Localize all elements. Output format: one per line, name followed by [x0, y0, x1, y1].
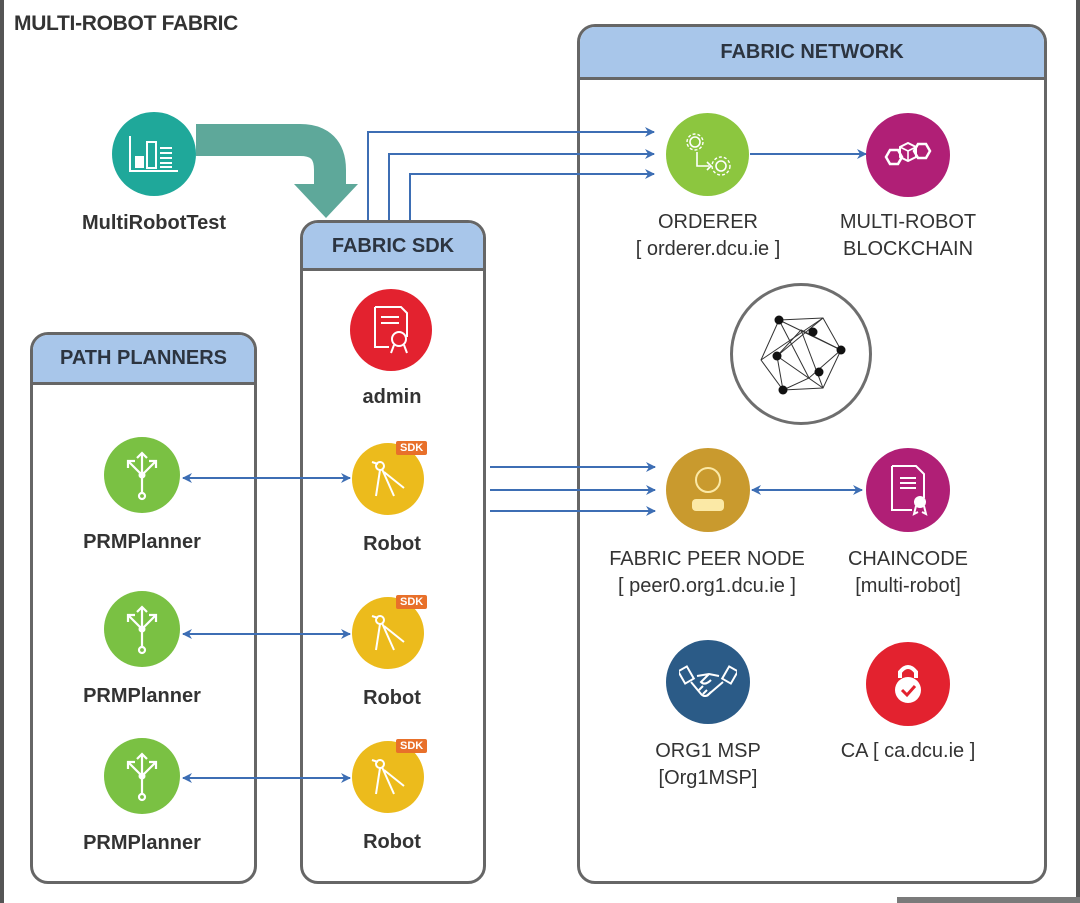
peer-label-name: FABRIC PEER NODE	[609, 548, 805, 570]
padlock-check-icon	[895, 665, 921, 703]
handshake-icon	[679, 665, 737, 697]
msp-label-id: [Org1MSP]	[658, 767, 758, 789]
msp-node[interactable]	[666, 640, 750, 724]
admin-node[interactable]	[350, 289, 432, 371]
robot-label: Robot	[363, 831, 421, 853]
planner-node[interactable]	[104, 437, 180, 513]
orderer-label-host: [ orderer.dcu.ie ]	[635, 238, 781, 260]
branching-arrows-icon	[126, 605, 158, 655]
robot-label: Robot	[363, 687, 421, 709]
ca-node[interactable]	[866, 642, 950, 726]
chaincode-label-id: [multi-robot]	[855, 575, 961, 597]
panel-fabric-network: FABRIC NETWORK	[577, 24, 1047, 884]
branching-arrows-icon	[126, 451, 158, 501]
admin-label: admin	[362, 386, 422, 408]
frame-right-border	[1076, 0, 1080, 903]
blockchain-node[interactable]	[866, 113, 950, 197]
planner-label: PRMPlanner	[83, 832, 201, 854]
bar-chart-icon	[129, 136, 178, 172]
gears-icon	[685, 132, 731, 176]
big-arrow-test-to-sdk	[196, 124, 346, 186]
robot-node[interactable]	[352, 597, 424, 669]
planner-label: PRMPlanner	[83, 531, 201, 553]
user-icon	[692, 467, 724, 511]
chaincode-node[interactable]	[866, 448, 950, 532]
blockchain-icon	[884, 141, 932, 166]
sdk-badge: SDK	[396, 739, 428, 753]
sdk-badge: SDK	[396, 595, 428, 609]
robot-node[interactable]	[352, 443, 424, 515]
document-certificate-icon	[891, 465, 928, 516]
multirobottest-label: MultiRobotTest	[81, 212, 227, 234]
big-arrow-head	[294, 184, 358, 218]
peer-node[interactable]	[666, 448, 750, 532]
msp-label-name: ORG1 MSP	[655, 740, 761, 762]
hyperledger-network-icon	[760, 315, 846, 395]
peer-label-host: [ peer0.org1.dcu.ie ]	[618, 575, 796, 597]
orderer-node[interactable]	[666, 113, 749, 196]
panel-header-path-planners: PATH PLANNERS	[33, 335, 254, 385]
frame-bottom-strip	[897, 897, 1080, 903]
orderer-label-name: ORDERER	[657, 211, 758, 233]
panel-header-fabric-sdk: FABRIC SDK	[303, 223, 483, 271]
multirobottest-node[interactable]	[112, 112, 196, 196]
blockchain-label-line1: MULTI-ROBOT	[839, 211, 977, 233]
blockchain-label-line2: BLOCKCHAIN	[842, 238, 974, 260]
compass-icon	[371, 759, 405, 795]
ca-label: CA [ ca.dcu.ie ]	[840, 740, 976, 762]
hyperledger-node	[730, 283, 872, 425]
panel-header-fabric-network: FABRIC NETWORK	[580, 27, 1044, 80]
branching-arrows-icon	[126, 752, 158, 802]
certificate-icon	[374, 306, 408, 354]
sdk-badge: SDK	[396, 441, 428, 455]
robot-label: Robot	[363, 533, 421, 555]
planner-label: PRMPlanner	[83, 685, 201, 707]
planner-node[interactable]	[104, 591, 180, 667]
compass-icon	[371, 461, 405, 497]
frame-left-border	[0, 0, 4, 903]
diagram-title: MULTI-ROBOT FABRIC	[14, 12, 239, 35]
planner-node[interactable]	[104, 738, 180, 814]
robot-node[interactable]	[352, 741, 424, 813]
compass-icon	[371, 615, 405, 651]
chaincode-label-name: CHAINCODE	[847, 548, 968, 570]
